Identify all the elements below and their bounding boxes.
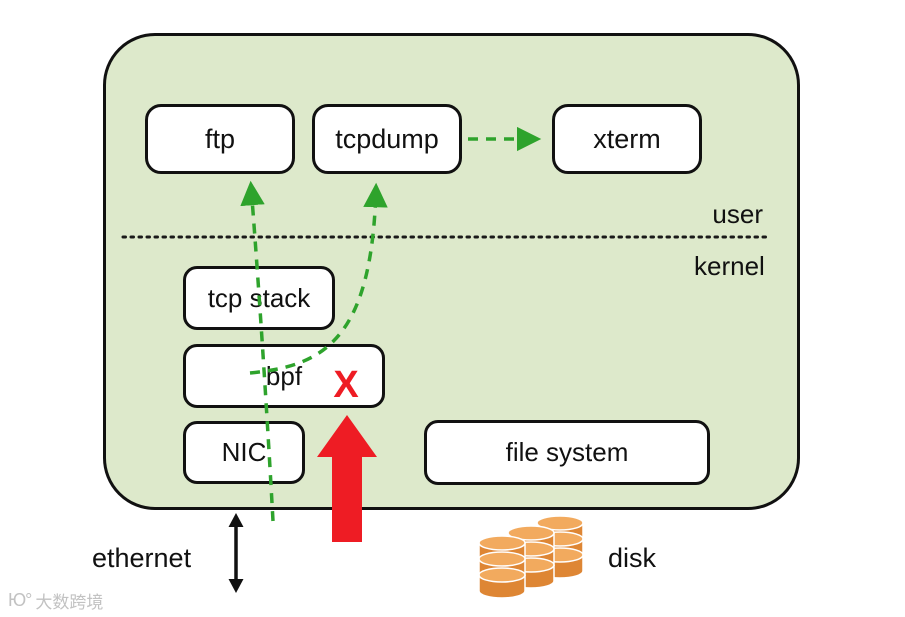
tcp-stack-box: tcp stack	[183, 266, 335, 330]
file-system-box: file system	[424, 420, 710, 485]
kernel-space-label: kernel	[694, 251, 765, 281]
bpf-label: bpf	[265, 360, 303, 391]
drop-x-marker: X	[333, 363, 359, 406]
watermark: Ю° 大数跨境	[8, 588, 103, 613]
tcpdump-label: tcpdump	[335, 123, 439, 154]
tcpdump-box: tcpdump	[312, 104, 462, 174]
xterm-label: xterm	[593, 123, 661, 154]
xterm-box: xterm	[552, 104, 702, 174]
tcp-stack-label: tcp stack	[207, 282, 311, 313]
nic-box: NIC	[183, 421, 305, 484]
ethernet-label: ethernet	[92, 543, 192, 573]
ftp-box: ftp	[145, 104, 295, 174]
nic-label: NIC	[221, 437, 267, 467]
file-system-label: file system	[505, 437, 629, 467]
ethernet-double-arrow	[228, 513, 244, 593]
disk-label: disk	[608, 543, 657, 573]
ftp-label: ftp	[204, 123, 236, 154]
user-space-label: user	[712, 199, 763, 229]
watermark-logo-icon: Ю°	[8, 590, 32, 610]
disk-icon	[478, 515, 584, 599]
watermark-text: 大数跨境	[35, 593, 104, 612]
